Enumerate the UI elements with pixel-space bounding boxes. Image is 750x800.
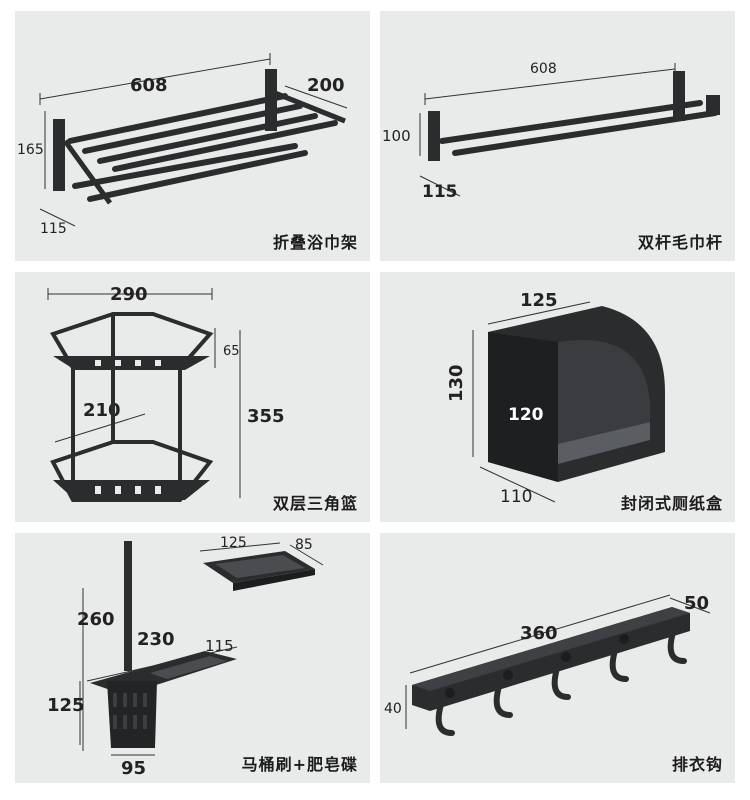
dim-depth: 115 (422, 182, 458, 202)
dim-base-w: 230 (137, 629, 175, 650)
dim-width: 290 (110, 284, 148, 305)
dim-length: 360 (520, 623, 558, 644)
card-brush-soap-dish: 125 85 260 230 115 125 95 马桶刷+肥皂碟 (15, 533, 370, 783)
dim-length: 608 (130, 75, 168, 96)
clothes-hook-illustration: 360 50 40 (384, 593, 711, 736)
brush-soap-dish-illustration: 125 85 260 230 115 125 95 (47, 535, 324, 779)
card-clothes-hook: 360 50 40 排衣钩 (380, 533, 735, 783)
dim-depth: 50 (684, 593, 709, 614)
dim-base-d: 115 (205, 637, 234, 655)
dim-gap: 65 (223, 344, 240, 359)
dim-height: 100 (382, 127, 411, 145)
dim-height: 130 (446, 364, 467, 402)
dim-height: 355 (247, 406, 285, 427)
product-name: 双杆毛巾杆 (637, 233, 723, 252)
card-triangle-basket: 290 65 355 210 双层三角篮 (15, 272, 370, 522)
product-name: 排衣钩 (671, 755, 723, 774)
folding-towel-rack-illustration: 608 200 165 115 (17, 53, 348, 237)
product-name: 马桶刷+肥皂碟 (241, 755, 358, 774)
dim-wall: 115 (40, 221, 67, 237)
card-tissue-box: 125 130 110 120 封闭式厕纸盒 (380, 272, 735, 522)
dim-height: 165 (17, 142, 44, 158)
dim-soap-w: 125 (220, 535, 247, 551)
dim-width: 125 (520, 290, 558, 311)
dim-cup-w: 95 (121, 758, 146, 779)
product-name: 折叠浴巾架 (272, 233, 358, 252)
dim-length: 608 (530, 61, 557, 77)
card-folding-towel-rack: 608 200 165 115 折叠浴巾架 (15, 11, 370, 261)
dim-depth: 110 (500, 487, 532, 507)
triangle-basket-illustration: 290 65 355 210 (47, 284, 285, 502)
tissue-box-illustration: 125 130 110 120 (446, 290, 665, 507)
product-name: 封闭式厕纸盒 (620, 494, 723, 513)
dim-soap-d: 85 (295, 537, 313, 553)
dim-height: 40 (384, 701, 402, 717)
dim-cup-h: 125 (47, 695, 85, 716)
card-double-towel-bar: 608 100 115 双杆毛巾杆 (380, 11, 735, 261)
double-towel-bar-illustration: 608 100 115 (382, 61, 720, 202)
product-name: 双层三角篮 (272, 494, 358, 513)
dim-inner: 120 (508, 405, 544, 425)
dim-depth: 200 (307, 75, 345, 96)
dim-brush-h: 260 (77, 609, 115, 630)
